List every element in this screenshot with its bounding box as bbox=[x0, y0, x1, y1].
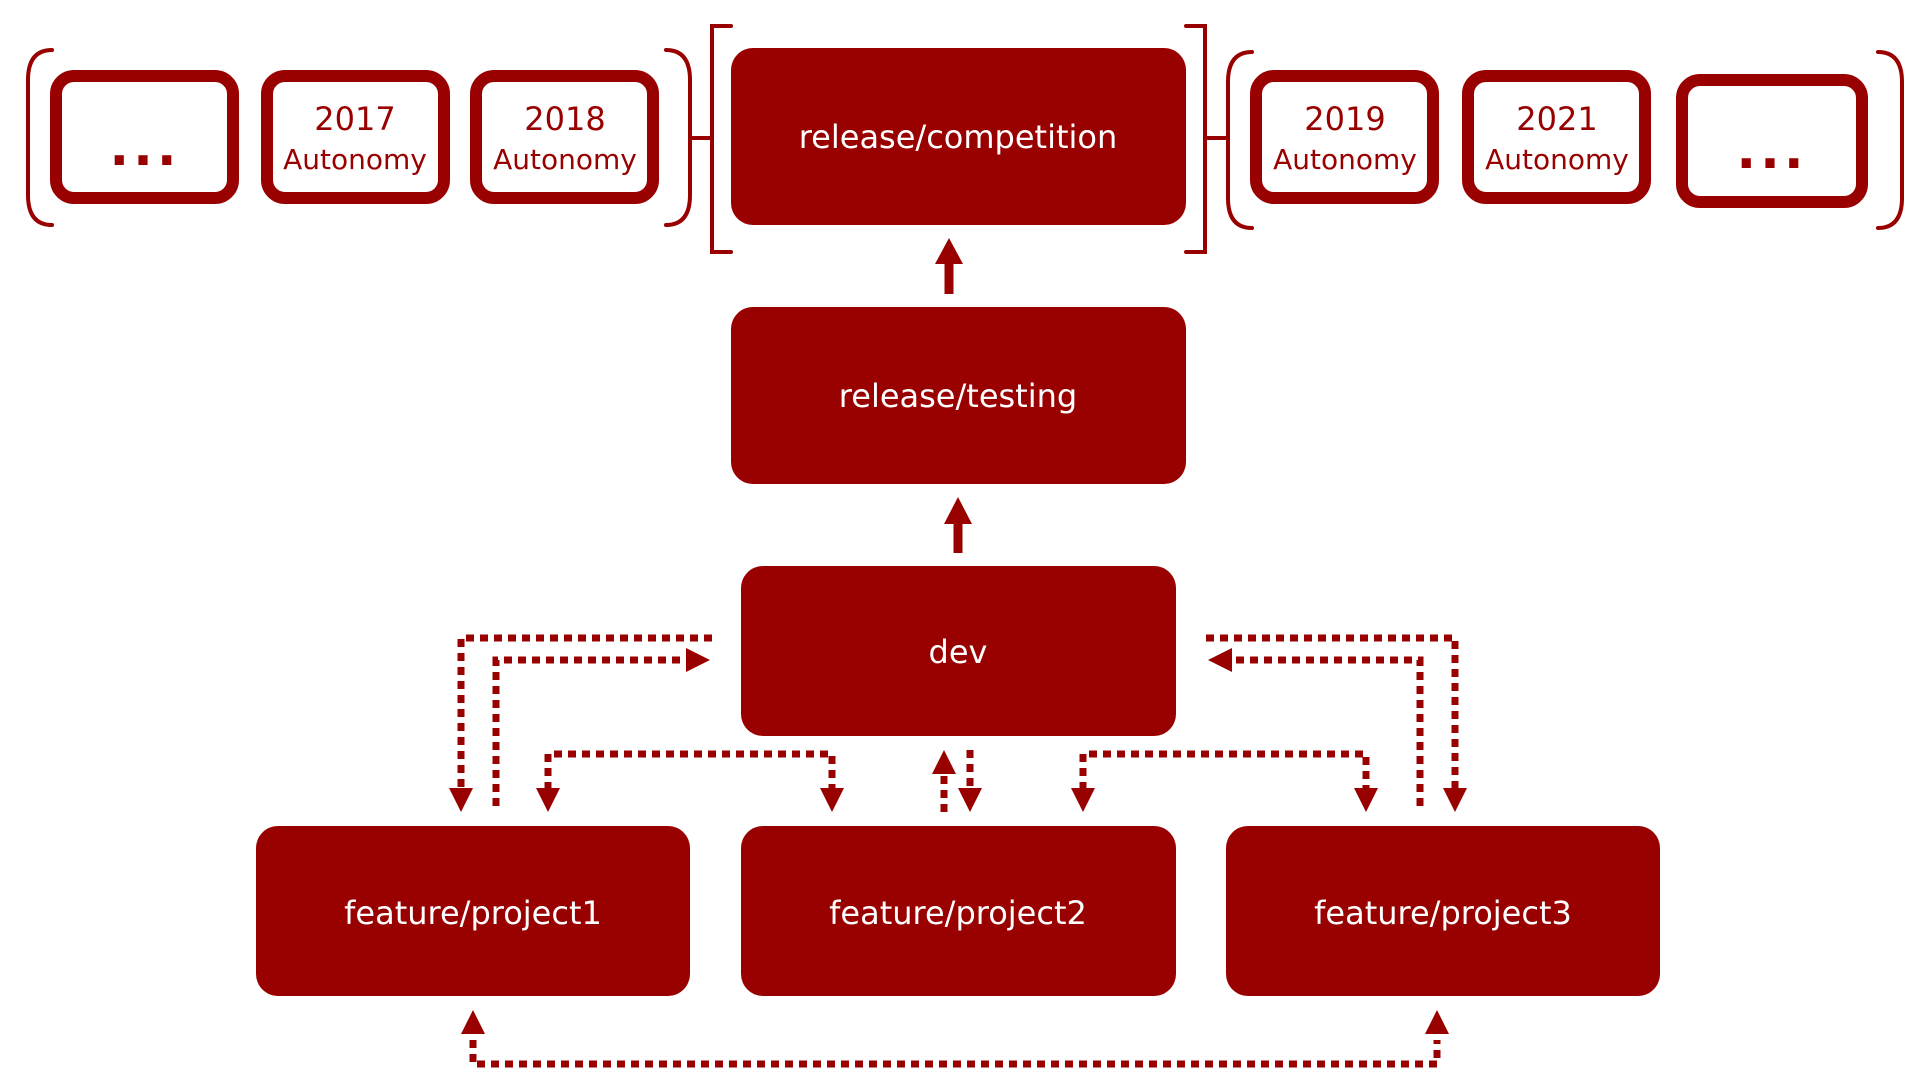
arrow-project1-project3 bbox=[461, 1010, 1449, 1068]
arrow-testing-to-competition bbox=[935, 238, 963, 294]
branch-release-competition: release/competition bbox=[731, 48, 1186, 225]
bracket-group-right bbox=[1226, 50, 1904, 230]
branch-label-project2: feature/project2 bbox=[829, 894, 1087, 932]
version-ellipsis-right: ... bbox=[1736, 121, 1807, 181]
version-year-2017: 2017 bbox=[314, 100, 395, 138]
arrow-project1-project2 bbox=[536, 750, 844, 812]
version-box-2018: 2018 Autonomy bbox=[470, 70, 659, 204]
version-year-2021: 2021 bbox=[1516, 100, 1597, 138]
branch-label-testing: release/testing bbox=[839, 377, 1077, 415]
branch-label-competition: release/competition bbox=[799, 118, 1118, 156]
branch-label-dev: dev bbox=[929, 633, 988, 671]
arrow-project2-to-dev bbox=[932, 750, 956, 812]
arrow-project2-project3 bbox=[1071, 750, 1378, 812]
branch-feature-project3: feature/project3 bbox=[1226, 826, 1660, 996]
version-year-2018: 2018 bbox=[524, 100, 605, 138]
branch-release-testing: release/testing bbox=[731, 307, 1186, 484]
version-box-2021: 2021 Autonomy bbox=[1462, 70, 1651, 204]
arrow-project3-to-dev bbox=[1208, 648, 1424, 806]
version-label-2021: Autonomy bbox=[1485, 143, 1629, 176]
arrow-dev-to-testing bbox=[944, 497, 972, 553]
version-box-2017: 2017 Autonomy bbox=[261, 70, 450, 204]
version-box-ellipsis-left: ... bbox=[50, 70, 239, 204]
version-label-2017: Autonomy bbox=[283, 143, 427, 176]
version-box-ellipsis-right: ... bbox=[1676, 74, 1868, 208]
version-box-2019: 2019 Autonomy bbox=[1250, 70, 1439, 204]
bracket-group-center bbox=[688, 24, 1230, 254]
arrow-dev-to-project1 bbox=[449, 634, 712, 812]
arrow-dev-to-project2 bbox=[958, 750, 982, 812]
version-ellipsis-left: ... bbox=[109, 118, 180, 178]
branch-label-project3: feature/project3 bbox=[1314, 894, 1572, 932]
branch-feature-project2: feature/project2 bbox=[741, 826, 1176, 996]
arrow-dev-to-project3 bbox=[1206, 634, 1467, 812]
version-year-2019: 2019 bbox=[1304, 100, 1385, 138]
branch-feature-project1: feature/project1 bbox=[256, 826, 690, 996]
version-label-2019: Autonomy bbox=[1273, 143, 1417, 176]
arrow-project1-to-dev bbox=[492, 648, 710, 806]
branch-dev: dev bbox=[741, 566, 1176, 736]
version-label-2018: Autonomy bbox=[493, 143, 637, 176]
branch-label-project1: feature/project1 bbox=[344, 894, 602, 932]
